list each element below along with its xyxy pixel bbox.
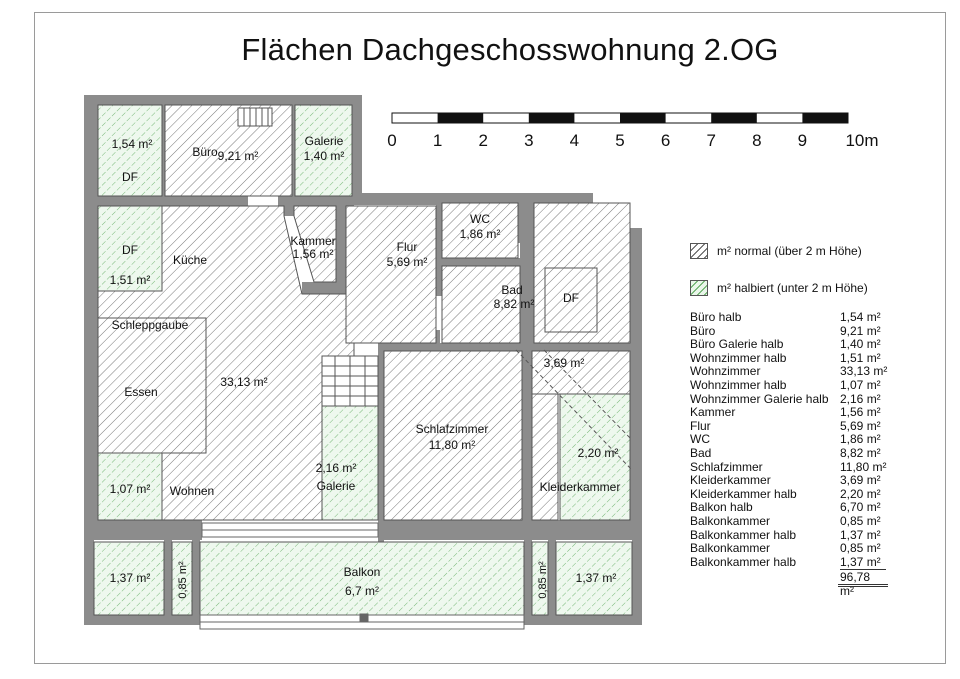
- label-df-3: DF: [563, 291, 579, 305]
- scale-tick-8: 8: [752, 131, 761, 150]
- label-galerie-mid: Galerie: [317, 479, 356, 493]
- label-kueche: Küche: [173, 253, 207, 267]
- legend-label-normal: m² normal (über 2 m Höhe): [717, 244, 862, 258]
- label-balkon: Balkon: [344, 565, 381, 579]
- label-kleider-area: 3,69 m²: [544, 356, 585, 370]
- label-wohnen: Wohnen: [170, 484, 214, 498]
- label-galerie-top: Galerie: [305, 134, 344, 148]
- walls: [84, 95, 642, 625]
- label-schlafzimmer: Schlafzimmer: [416, 422, 489, 436]
- room-fills: [93, 104, 633, 616]
- label-essen: Essen: [124, 385, 157, 399]
- page-title: Flächen Dachgeschosswohnung 2.OG: [241, 32, 779, 67]
- label-buero: Büro: [192, 145, 218, 159]
- scale-tick-2: 2: [478, 131, 487, 150]
- label-balkon-area: 6,7 m²: [345, 584, 379, 598]
- label-wohn-area: 33,13 m²: [220, 375, 267, 389]
- label-flur-area: 5,69 m²: [387, 255, 428, 269]
- drawing-frame: [34, 12, 946, 664]
- label-galerie-mid-area: 2,16 m²: [316, 461, 357, 475]
- label-balkonkammer-left-small: 0,85 m²: [177, 561, 189, 599]
- label-kleider-halb-area: 2,20 m²: [578, 446, 619, 460]
- balcony-doors: [199, 522, 525, 630]
- stairs: [237, 107, 379, 407]
- scale-bar: 0 1 2 3 4 5 6 7 8 9 10m: [387, 112, 879, 150]
- label-bad-area: 8,82 m²: [494, 297, 535, 311]
- label-schleppgaube: Schleppgaube: [112, 318, 189, 332]
- label-df-2: DF: [122, 243, 138, 257]
- legend-swatch-normal: [690, 243, 708, 259]
- room-labels: 1,54 m² DF Büro 9,21 m² Galerie 1,40 m² …: [110, 134, 621, 599]
- label-bad: Bad: [501, 283, 522, 297]
- area-total-value: 96,78 m²: [840, 569, 886, 598]
- scale-tick-10: 10m: [845, 131, 878, 150]
- scale-tick-3: 3: [524, 131, 533, 150]
- label-buero-halb-area: 1,54 m²: [112, 137, 153, 151]
- label-galerie-top-area: 1,40 m²: [304, 149, 345, 163]
- legend-label-half: m² halbiert (unter 2 m Höhe): [717, 281, 868, 295]
- scale-tick-0: 0: [387, 131, 396, 150]
- area-total: 96,78 m²: [690, 569, 900, 598]
- label-balkonkammer-right-area: 1,37 m²: [576, 571, 617, 585]
- scale-tick-9: 9: [798, 131, 807, 150]
- label-wohn-halb-area: 1,51 m²: [110, 273, 151, 287]
- scale-tick-6: 6: [661, 131, 670, 150]
- label-wohn-halb2-area: 1,07 m²: [110, 482, 151, 496]
- label-buero-area: 9,21 m²: [218, 149, 259, 163]
- label-df-1: DF: [122, 170, 138, 184]
- label-balkonkammer-right-small: 0,85 m²: [537, 561, 549, 599]
- scale-tick-5: 5: [615, 131, 624, 150]
- label-kleiderkammer: Kleiderkammer: [540, 480, 621, 494]
- label-balkonkammer-left-area: 1,37 m²: [110, 571, 151, 585]
- label-kammer-area: 1,56 m²: [293, 247, 334, 261]
- label-wc-area: 1,86 m²: [460, 227, 501, 241]
- scale-tick-1: 1: [433, 131, 442, 150]
- label-wc: WC: [470, 212, 490, 226]
- label-flur: Flur: [397, 240, 418, 254]
- area-total-underline: [838, 584, 888, 588]
- label-schlafzimmer-area: 11,80 m²: [429, 438, 475, 452]
- scale-tick-7: 7: [706, 131, 715, 150]
- scale-tick-4: 4: [570, 131, 579, 150]
- label-kammer: Kammer: [290, 234, 335, 248]
- legend-swatch-half: [690, 280, 708, 296]
